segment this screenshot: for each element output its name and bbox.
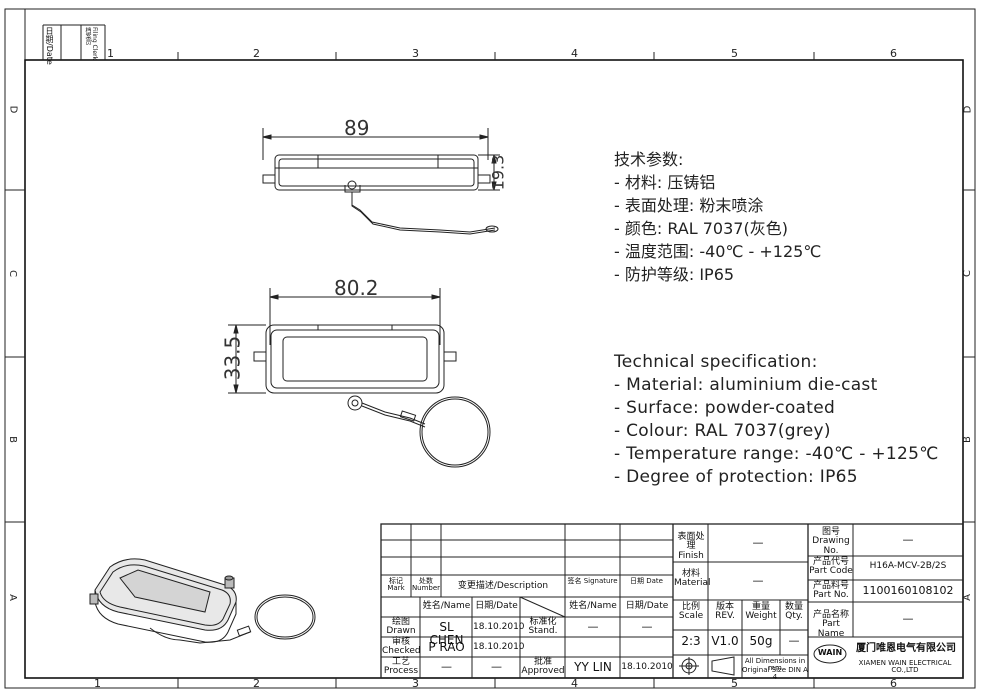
stand-date: — [641,620,653,633]
spec-zh-line-4: - 温度范围: -40℃ - +125℃ [614,242,822,261]
side-letter-c-left: C [6,270,18,277]
weight-label: 重量 Weight [745,602,777,622]
part-code-label: 产品代号 Part Code [809,557,853,577]
side-letter-a-right: A [961,594,973,601]
drawn-label: 绘图 Drawn [386,617,416,637]
spec-zh-line-3: - 颜色: RAL 7037(灰色) [614,219,788,238]
company-name-zh: 厦门唯恩电气有限公司 [856,643,956,654]
side-letter-d-left: D [7,105,19,114]
company-logo: WAIN [817,648,843,657]
process-name: — [441,660,452,673]
dimension-mid-width: 80.2 [334,276,379,300]
spec-en-line-1: - Material: aluminium die-cast [614,375,878,395]
bottom-number-4: 4 [571,677,578,690]
dimension-mid-height: 33.5 [220,335,245,381]
material-label: 材料 Material [674,569,711,589]
part-name-label: 产品名称 Part Name [812,610,849,639]
process-date: — [491,660,502,673]
rev-number-header: 处数 Number [411,577,441,593]
spec-en-line-3: - Colour: RAL 7037(grey) [614,421,831,441]
side-letter-b-left: B [6,436,18,443]
people-name-header: 姓名/Name [422,601,471,611]
part-no-value: 1100160108102 [862,584,954,597]
side-letter-a-left: A [6,594,18,601]
spec-zh-line-1: - 材料: 压铸铝 [614,173,716,192]
checked-label: 审核 Checked [382,637,421,657]
filing-clerk-zh: 档案员 [84,27,91,45]
dimension-top-height: 19.3 [488,154,508,191]
rev-description-header: 变更描述/Description [457,581,549,591]
top-number-3: 3 [412,47,419,60]
stand-name: — [587,620,599,633]
part-name-value: — [902,612,914,625]
part-code-value: H16A-MCV-2B/2S [869,561,947,571]
bottom-number-1: 1 [94,677,101,690]
dimension-top-width: 89 [344,116,370,140]
rev-value: V1.0 [711,634,739,648]
spec-zh-line-2: - 表面处理: 粉末喷涂 [614,196,764,215]
rev-mark-header: 标记 Mark [387,577,405,593]
finish-label: 表面处理 Finish [677,532,705,561]
bottom-number-3: 3 [412,677,419,690]
date-column-label: 日期/Date [45,27,54,65]
spec-en-line-5: - Degree of protection: IP65 [614,467,858,487]
approved-name: YY LIN [574,660,612,674]
spec-zh-line-5: - 防护等级: IP65 [614,265,735,284]
approved-date: 18.10.2010 [621,662,673,672]
side-letter-b-right: B [961,436,973,443]
rev-label: 版本 REV. [715,602,735,622]
side-letter-c-right: C [961,270,973,277]
scale-label: 比例 Scale [678,602,704,622]
spec-zh-title: 技术参数: [614,150,684,169]
people-date-header: 日期/Date [475,601,518,611]
stand-label: 标准化 Stand. [528,617,558,637]
top-number-4: 4 [571,47,578,60]
bottom-number-6: 6 [890,677,897,690]
drawn-date: 18.10.2010 [473,622,525,632]
checked-name: P RAO [428,640,465,654]
top-number-5: 5 [731,47,738,60]
side-letter-d-right: D [962,105,974,114]
dimensions-note-2: Original Size DIN A 4 [742,666,808,682]
filing-clerk-label: Filing Clerk [91,27,98,61]
bottom-number-2: 2 [253,677,260,690]
approved-label: 批准 Approved [521,657,565,677]
weight-value: 50g [749,634,773,648]
material-value: — [752,574,764,587]
spec-en-title: Technical specification: [614,352,818,372]
rev-signature-header: 签名 Signature [567,577,618,585]
people-date2-header: 日期/Date [625,601,669,611]
company-name-en: XIAMEN WAIN ELECTRICAL CO.,LTD [858,659,952,675]
qty-value: — [788,634,800,647]
finish-value: — [752,536,764,549]
checked-date: 18.10.2010 [473,642,525,652]
process-label: 工艺 Process [383,657,419,677]
top-number-6: 6 [890,47,897,60]
people-name2-header: 姓名/Name [569,601,617,611]
top-number-1: 1 [107,47,114,60]
top-number-2: 2 [253,47,260,60]
drawn-name: SL CHEN [429,620,464,647]
dimensions-note-1: All Dimensions in mm [744,657,806,673]
part-no-label: 产品料号 Part No. [812,581,849,601]
scale-value: 2:3 [681,634,701,648]
rev-date-header: 日期 Date [630,577,663,585]
spec-en-line-2: - Surface: powder-coated [614,398,836,418]
spec-en-line-4: - Temperature range: -40℃ - +125℃ [614,444,939,464]
drawing-no-label: 图号 Drawing No. [812,527,850,556]
qty-label: 数量 Qty. [784,602,803,622]
bottom-number-5: 5 [731,677,738,690]
drawing-no-value: — [902,533,914,546]
